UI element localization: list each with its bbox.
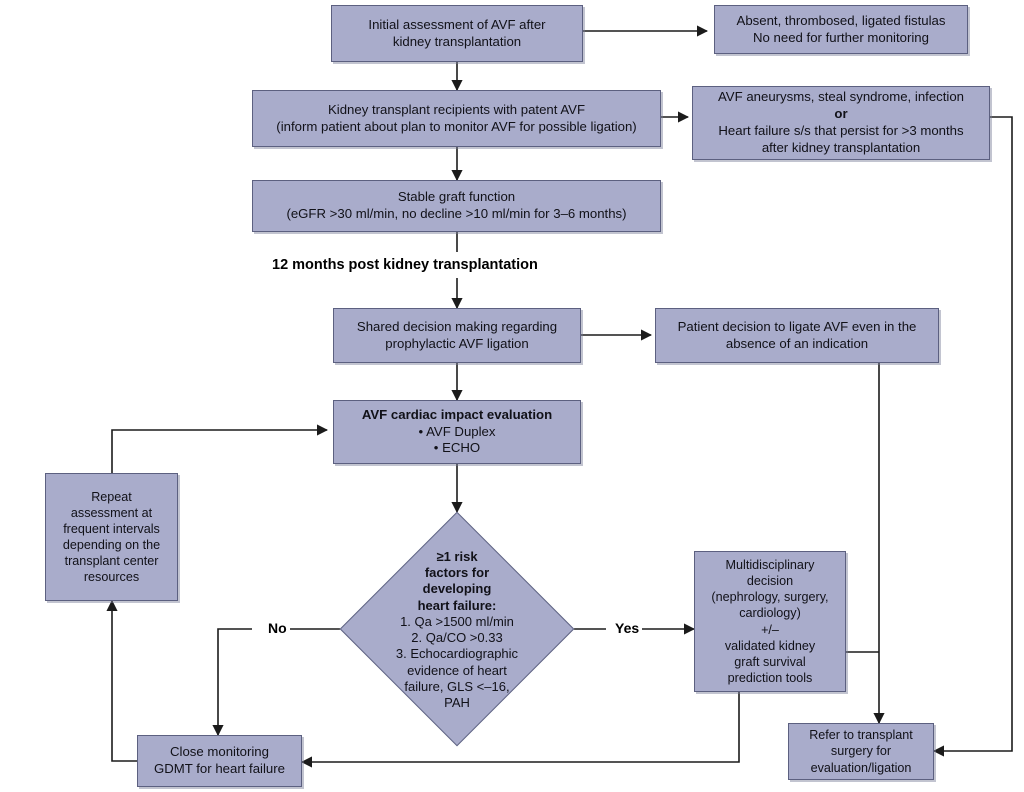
- initial-assessment-line1: Initial assessment of AVF after: [368, 16, 546, 32]
- multidisciplinary-line4: cardiology): [739, 606, 801, 621]
- edge-close-monitoring-to-repeat: [106, 599, 137, 762]
- multidisciplinary-line5: +/–: [761, 622, 779, 637]
- risk-decision-item2: 2. Qa/CO >0.33: [411, 630, 503, 645]
- edge-repeat-to-cardiac: [111, 424, 329, 473]
- node-patient-decision[interactable]: Patient decision to ligate AVF even in t…: [655, 308, 939, 363]
- shared-decision-line2: prophylactic AVF ligation: [385, 335, 529, 351]
- risk-decision-heading2: factors for: [424, 565, 490, 580]
- absent-fistulas-line2: No need for further monitoring: [753, 29, 929, 45]
- risk-decision-heading4: heart failure:: [417, 597, 497, 613]
- complications-line1: AVF aneurysms, steal syndrome, infection: [717, 89, 965, 105]
- risk-decision-item4: evidence of heart: [407, 662, 507, 678]
- edge-no-to-close-monitoring: [212, 628, 252, 737]
- multidisciplinary-line8: prediction tools: [727, 670, 813, 685]
- node-absent-fistulas[interactable]: Absent, thrombosed, ligated fistulas No …: [714, 5, 968, 54]
- repeat-assessment-line1: Repeat: [91, 489, 132, 504]
- complications-line2: or: [834, 106, 848, 122]
- patent-avf-line1: Kidney transplant recipients with patent…: [327, 101, 586, 117]
- repeat-assessment-line2: assessment at: [70, 505, 153, 520]
- node-initial-assessment[interactable]: Initial assessment of AVF after kidney t…: [331, 5, 583, 62]
- stable-graft-line2: (eGFR >30 ml/min, no decline >10 ml/min …: [286, 206, 627, 221]
- risk-decision-text: ≥1 risk factors for developing heart fai…: [357, 535, 557, 725]
- multidisciplinary-line3: (nephrology, surgery,: [711, 590, 829, 605]
- node-patent-avf[interactable]: Kidney transplant recipients with patent…: [252, 90, 661, 147]
- close-monitoring-line2: GDMT for heart failure: [154, 761, 285, 776]
- label-branch-yes: Yes: [612, 620, 643, 636]
- risk-decision-item6: PAH: [444, 695, 470, 710]
- risk-decision-item3: 3. Echocardiographic: [395, 646, 519, 662]
- multidisciplinary-line7: graft survival: [734, 654, 806, 669]
- node-avf-complications[interactable]: AVF aneurysms, steal syndrome, infection…: [692, 86, 990, 160]
- repeat-assessment-line3: frequent intervals: [63, 521, 160, 536]
- multidisciplinary-line2: decision: [746, 574, 794, 589]
- label-12-months-post-transplant: 12 months post kidney transplantation: [272, 257, 538, 273]
- repeat-assessment-line6: resources: [83, 570, 140, 585]
- repeat-assessment-line5: transplant center: [64, 554, 159, 569]
- initial-assessment-line2: kidney transplantation: [392, 33, 522, 49]
- node-repeat-assessment[interactable]: Repeat assessment at frequent intervals …: [45, 473, 178, 601]
- cardiac-impact-heading: AVF cardiac impact evaluation: [361, 406, 553, 422]
- stable-graft-line1: Stable graft function: [397, 189, 516, 205]
- node-cardiac-impact-evaluation[interactable]: AVF cardiac impact evaluation • AVF Dupl…: [333, 400, 581, 464]
- cardiac-impact-bullet2: • ECHO: [433, 440, 481, 456]
- node-close-monitoring[interactable]: Close monitoring GDMT for heart failure: [137, 735, 302, 787]
- risk-decision-heading3: developing: [422, 581, 492, 597]
- absent-fistulas-line1: Absent, thrombosed, ligated fistulas: [736, 12, 946, 28]
- label-branch-no: No: [265, 620, 290, 636]
- risk-decision-heading1: ≥1 risk: [436, 548, 478, 564]
- node-multidisciplinary-decision[interactable]: Multidisciplinary decision (nephrology, …: [694, 551, 846, 692]
- refer-surgery-line2: surgery for: [830, 744, 892, 759]
- patent-avf-line2: (inform patient about plan to monitor AV…: [276, 118, 637, 134]
- edge-complications-to-refer: [932, 116, 1013, 757]
- patient-decision-line2: absence of an indication: [725, 335, 869, 351]
- close-monitoring-line1: Close monitoring: [170, 744, 269, 760]
- node-refer-transplant-surgery[interactable]: Refer to transplant surgery for evaluati…: [788, 723, 934, 780]
- complications-line4: after kidney transplantation: [761, 139, 921, 155]
- risk-decision-item1: 1. Qa >1500 ml/min: [400, 613, 514, 629]
- shared-decision-line1: Shared decision making regarding: [356, 318, 558, 334]
- refer-surgery-line3: evaluation/ligation: [810, 760, 912, 775]
- node-stable-graft-function[interactable]: Stable graft function (eGFR >30 ml/min, …: [252, 180, 661, 232]
- cardiac-impact-bullet1: • AVF Duplex: [418, 423, 496, 439]
- complications-line3: Heart failure s/s that persist for >3 mo…: [718, 123, 964, 138]
- node-shared-decision-making[interactable]: Shared decision making regarding prophyl…: [333, 308, 581, 363]
- multidisciplinary-line1: Multidisciplinary: [725, 558, 815, 573]
- patient-decision-line1: Patient decision to ligate AVF even in t…: [677, 318, 917, 334]
- risk-decision-item5: failure, GLS <–16,: [404, 678, 510, 694]
- refer-surgery-line1: Refer to transplant: [809, 728, 913, 743]
- multidisciplinary-line6: validated kidney: [724, 638, 816, 653]
- repeat-assessment-line4: depending on the: [62, 538, 161, 552]
